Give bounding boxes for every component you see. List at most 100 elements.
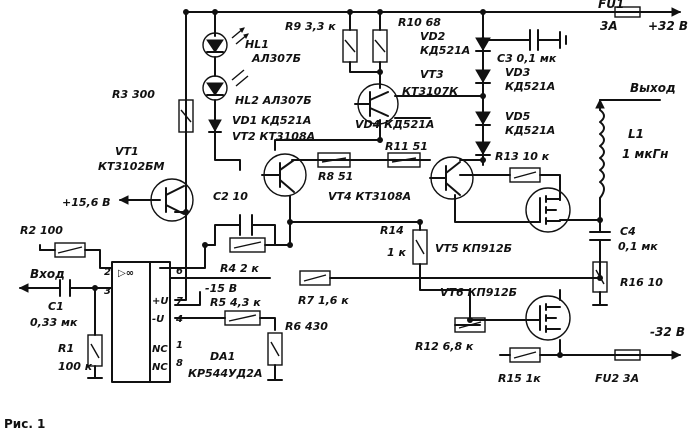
capacitors	[59, 29, 611, 297]
diode-vd3	[475, 69, 491, 84]
label-r2: R2 100	[20, 224, 63, 237]
label-vd3: VD3	[505, 66, 531, 79]
label-pin2: 2	[104, 267, 111, 278]
label-vd1: VD1 КД521А	[232, 114, 311, 127]
label-r10: R10 68	[398, 16, 441, 29]
transistor-vt2	[261, 153, 307, 197]
led-hl1	[202, 27, 249, 58]
label-hl1: HL1	[245, 38, 269, 51]
label-c1: C1	[48, 300, 64, 313]
label-pin7: 7	[176, 296, 183, 307]
label-hl1-part: АЛ307Б	[251, 52, 301, 65]
label-plus15: +15,6 В	[62, 196, 111, 209]
label-vd5-part: КД521А	[505, 124, 555, 137]
label-plus32: +32 В	[648, 19, 688, 33]
label-da1-part: КР544УД2А	[188, 367, 262, 380]
label-input: Вход	[30, 267, 65, 281]
resistor-r1	[87, 334, 103, 367]
resistor-r8	[317, 152, 351, 168]
label-c3: C3 0,1 мк	[497, 52, 557, 65]
label-vt2: VT2 КТ3108А	[232, 130, 315, 143]
resistor-r3	[178, 99, 194, 133]
label-pin1: 1	[176, 340, 183, 351]
transistor-vt4	[429, 156, 474, 200]
label-pin-nc1: NC	[152, 344, 168, 355]
figure-caption: Рис. 1	[4, 417, 45, 431]
diode-vd5	[475, 141, 491, 156]
resistor-r13	[509, 167, 541, 183]
label-vt3-part: КТ3107К	[402, 85, 459, 98]
label-r3: R3 300	[112, 88, 155, 101]
label-r14: R14	[380, 224, 404, 237]
label-l1: L1	[628, 127, 644, 141]
inductor-l1	[599, 109, 605, 199]
label-minus15: -15 В	[205, 282, 237, 295]
transistor-vt3	[354, 83, 399, 125]
label-pin4: 4	[175, 314, 183, 325]
label-fu1-value: 3А	[600, 19, 618, 33]
led-hl2	[202, 56, 249, 113]
label-hl2: HL2 АЛ307Б	[235, 94, 312, 107]
label-r11: R11 51	[385, 140, 428, 153]
resistor-r2	[54, 242, 86, 258]
transistor-vt5	[524, 187, 571, 233]
label-vt6: VT6 КП912Б	[440, 286, 517, 299]
label-pin6: 6	[176, 266, 183, 277]
label-vt4: VT4 КТ3108А	[328, 190, 411, 203]
label-minus32: -32 В	[650, 325, 685, 339]
label-da1: DA1	[210, 350, 235, 363]
capacitor-c3	[529, 29, 539, 51]
capacitor-c2	[239, 214, 253, 236]
arrows	[18, 7, 682, 360]
label-vd5: VD5	[505, 110, 531, 123]
resistor-r16	[592, 261, 608, 293]
label-vt1-part: КТ3102БМ	[98, 160, 164, 173]
label-output: Выход	[630, 81, 676, 95]
label-vt3: VT3	[420, 68, 444, 81]
label-fu2: FU2 3А	[595, 372, 639, 385]
resistor-r4	[229, 237, 266, 253]
transistor-vt1	[150, 178, 194, 222]
resistor-r5	[224, 310, 261, 326]
capacitor-c1	[59, 279, 71, 297]
capacitor-c4	[589, 231, 611, 241]
label-l1-value: 1 мкГн	[622, 147, 668, 161]
label-pin3: 3	[104, 286, 111, 297]
label-r14-value: 1 к	[387, 246, 406, 259]
label-c1-value: 0,33 мк	[30, 316, 78, 329]
label-r8: R8 51	[318, 170, 353, 183]
transistors	[150, 83, 571, 341]
label-r4: R4 2 к	[220, 262, 259, 275]
resistor-r6	[267, 332, 283, 366]
resistor-r10	[372, 29, 388, 63]
labels: FU1 3А +32 В R9 3,3 к R10 68 VD2 КД521А …	[4, 0, 688, 431]
opamp-da1	[111, 261, 171, 383]
label-vt5: VT5 КП912Б	[435, 242, 512, 255]
diode-vd4	[475, 111, 491, 126]
label-r1-value: 100 к	[58, 360, 93, 373]
label-pin-plus-u: +U	[152, 296, 169, 307]
label-r1: R1	[58, 342, 74, 355]
label-r15: R15 1к	[498, 372, 541, 385]
label-pin-minus-u: -U	[152, 314, 164, 325]
fuses	[614, 6, 641, 361]
label-fu1: FU1	[598, 0, 624, 11]
label-r7: R7 1,6 к	[298, 294, 349, 307]
label-pin8: 8	[176, 358, 183, 369]
label-vd2-part: КД521А	[420, 44, 470, 57]
diode-vd1	[208, 119, 222, 133]
resistor-r11	[387, 152, 421, 168]
resistors	[54, 29, 608, 367]
label-r16: R16 10	[620, 276, 663, 289]
label-r5: R5 4,3 к	[210, 296, 261, 309]
resistor-r9	[342, 29, 358, 63]
label-vd2: VD2	[420, 30, 446, 43]
label-r13: R13 10 к	[495, 150, 550, 163]
diodes	[202, 27, 491, 156]
label-c4-value: 0,1 мк	[618, 240, 658, 253]
label-r12: R12 6,8 к	[415, 340, 474, 353]
label-vt1: VT1	[115, 145, 139, 158]
label-opamp-symbol: ▷∞	[118, 268, 134, 279]
